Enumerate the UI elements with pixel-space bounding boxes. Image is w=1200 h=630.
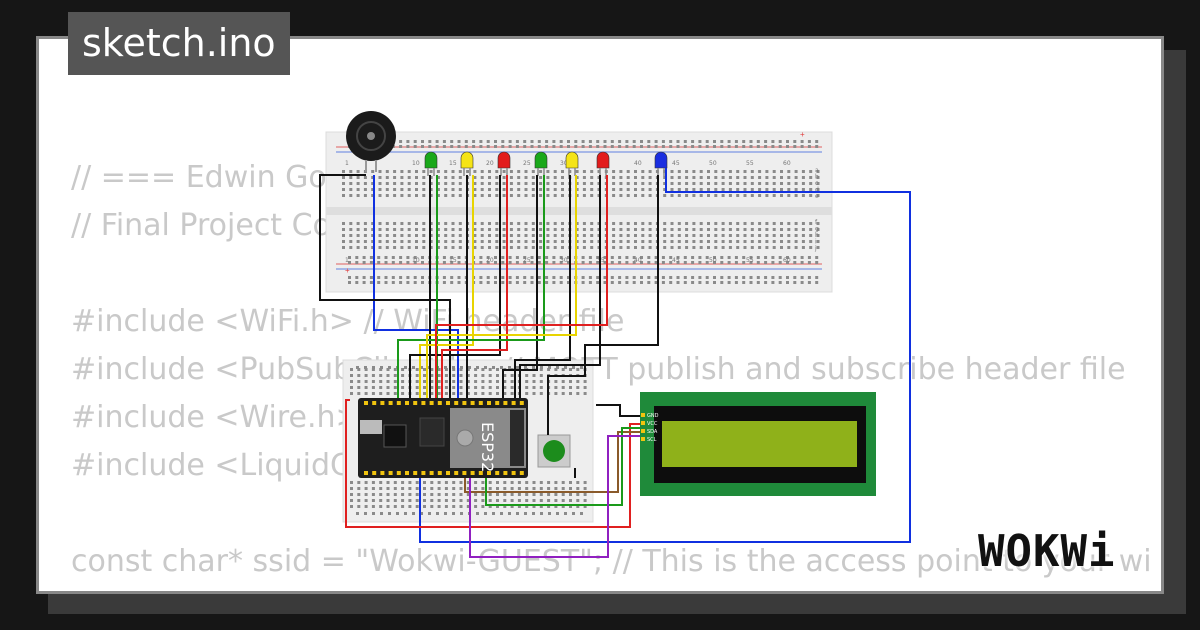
row-letter: a bbox=[815, 167, 819, 174]
column-number: 45 bbox=[672, 160, 680, 167]
column-number: 55 bbox=[746, 160, 754, 167]
wires bbox=[319, 168, 911, 558]
wire-black bbox=[514, 175, 571, 398]
wire-red bbox=[441, 175, 508, 398]
row-letter: i bbox=[815, 239, 817, 246]
wire-green bbox=[397, 175, 545, 398]
code-block: // === Edwin Gold // Final Project Co #i… bbox=[71, 39, 1152, 579]
wire-black bbox=[596, 404, 640, 417]
column-number: 40 bbox=[634, 257, 642, 264]
main-breadboard: 1110101515202025253030353540404545505055… bbox=[325, 130, 833, 293]
wire-yellow bbox=[419, 175, 474, 398]
row-letter: f bbox=[815, 219, 818, 226]
usb-chip bbox=[383, 424, 407, 448]
column-number: 25 bbox=[523, 160, 531, 167]
wire-red bbox=[435, 175, 608, 398]
led-row bbox=[424, 151, 668, 176]
wire-red bbox=[345, 399, 640, 528]
antenna bbox=[510, 410, 524, 466]
lcd-pin-label: SDA bbox=[647, 429, 658, 435]
led-red[interactable] bbox=[596, 151, 610, 176]
column-number: 10 bbox=[412, 257, 420, 264]
wire-yellow bbox=[426, 175, 577, 398]
wire-brown bbox=[464, 431, 640, 493]
wire-black bbox=[409, 175, 501, 398]
row-letter: b bbox=[815, 174, 819, 181]
led-green[interactable] bbox=[534, 151, 548, 176]
espressif-logo-icon bbox=[456, 429, 474, 447]
led-yellow[interactable] bbox=[565, 151, 579, 176]
wire-purple bbox=[469, 435, 640, 558]
esp32-board[interactable]: ESP32 bbox=[358, 398, 528, 478]
usb-port bbox=[360, 420, 382, 434]
esp32-pins bbox=[364, 401, 524, 475]
row-letter: g bbox=[815, 226, 819, 233]
code-line: const char* ssid = "Wokwi-GUEST"; // Thi… bbox=[71, 544, 1152, 579]
row-letter: d bbox=[815, 187, 819, 194]
plus-rail-label: + bbox=[345, 266, 350, 275]
lcd-pin-label: SCL bbox=[647, 437, 657, 443]
led-green[interactable] bbox=[424, 151, 438, 176]
wire-blue bbox=[419, 168, 911, 543]
wire-green bbox=[485, 427, 640, 506]
column-number: 60 bbox=[783, 160, 791, 167]
column-number: 1 bbox=[345, 160, 349, 167]
lcd-pin-label: GND bbox=[647, 413, 659, 419]
code-line: // Final Project Co bbox=[71, 208, 331, 243]
code-line: #include <WiFi.h> // WiFi header file bbox=[71, 304, 625, 339]
wire-black bbox=[547, 175, 659, 435]
column-number: 15 bbox=[449, 257, 457, 264]
lcd-pin-label: VCC bbox=[647, 421, 658, 427]
file-title[interactable]: sketch.ino bbox=[68, 12, 290, 75]
chip-label: ESP32 bbox=[478, 422, 497, 472]
row-letter: h bbox=[815, 232, 819, 239]
column-number: 50 bbox=[709, 257, 717, 264]
row-letter: e bbox=[815, 193, 819, 200]
push-button[interactable] bbox=[537, 434, 571, 468]
column-number: 20 bbox=[486, 257, 494, 264]
column-number: 45 bbox=[672, 257, 680, 264]
led-red[interactable] bbox=[497, 151, 511, 176]
wokwi-logo[interactable]: WOKWi bbox=[978, 526, 1116, 577]
column-number: 50 bbox=[709, 160, 717, 167]
column-number: 10 bbox=[412, 160, 420, 167]
column-number: 30 bbox=[560, 160, 568, 167]
column-number: 15 bbox=[449, 160, 457, 167]
led-blue[interactable] bbox=[654, 151, 668, 176]
code-line: #include <Wire.h> bbox=[71, 400, 361, 435]
buzzer[interactable] bbox=[346, 111, 396, 172]
code-line: #include <PubSubClient.h> // MQTT publis… bbox=[71, 352, 1126, 387]
regulator bbox=[419, 417, 445, 447]
wire-blue bbox=[373, 175, 459, 398]
led-yellow[interactable] bbox=[460, 151, 474, 176]
column-number: 25 bbox=[523, 257, 531, 264]
breadboard-column-numbers: 1110101515202025253030353540404545505055… bbox=[345, 160, 819, 264]
plus-rail-label: + bbox=[800, 130, 805, 139]
row-letter: j bbox=[814, 245, 817, 252]
column-number: 1 bbox=[345, 257, 349, 264]
column-number: 20 bbox=[486, 160, 494, 167]
column-number: 30 bbox=[560, 257, 568, 264]
wire-black bbox=[319, 174, 451, 398]
column-number: 55 bbox=[746, 257, 754, 264]
column-number: 40 bbox=[634, 160, 642, 167]
wire-black bbox=[519, 175, 601, 398]
row-letter: c bbox=[815, 180, 818, 187]
column-number: 60 bbox=[783, 257, 791, 264]
lcd-pins: GND VCC SDA SCL bbox=[641, 413, 659, 443]
lcd-display[interactable]: GND VCC SDA SCL bbox=[640, 392, 876, 496]
